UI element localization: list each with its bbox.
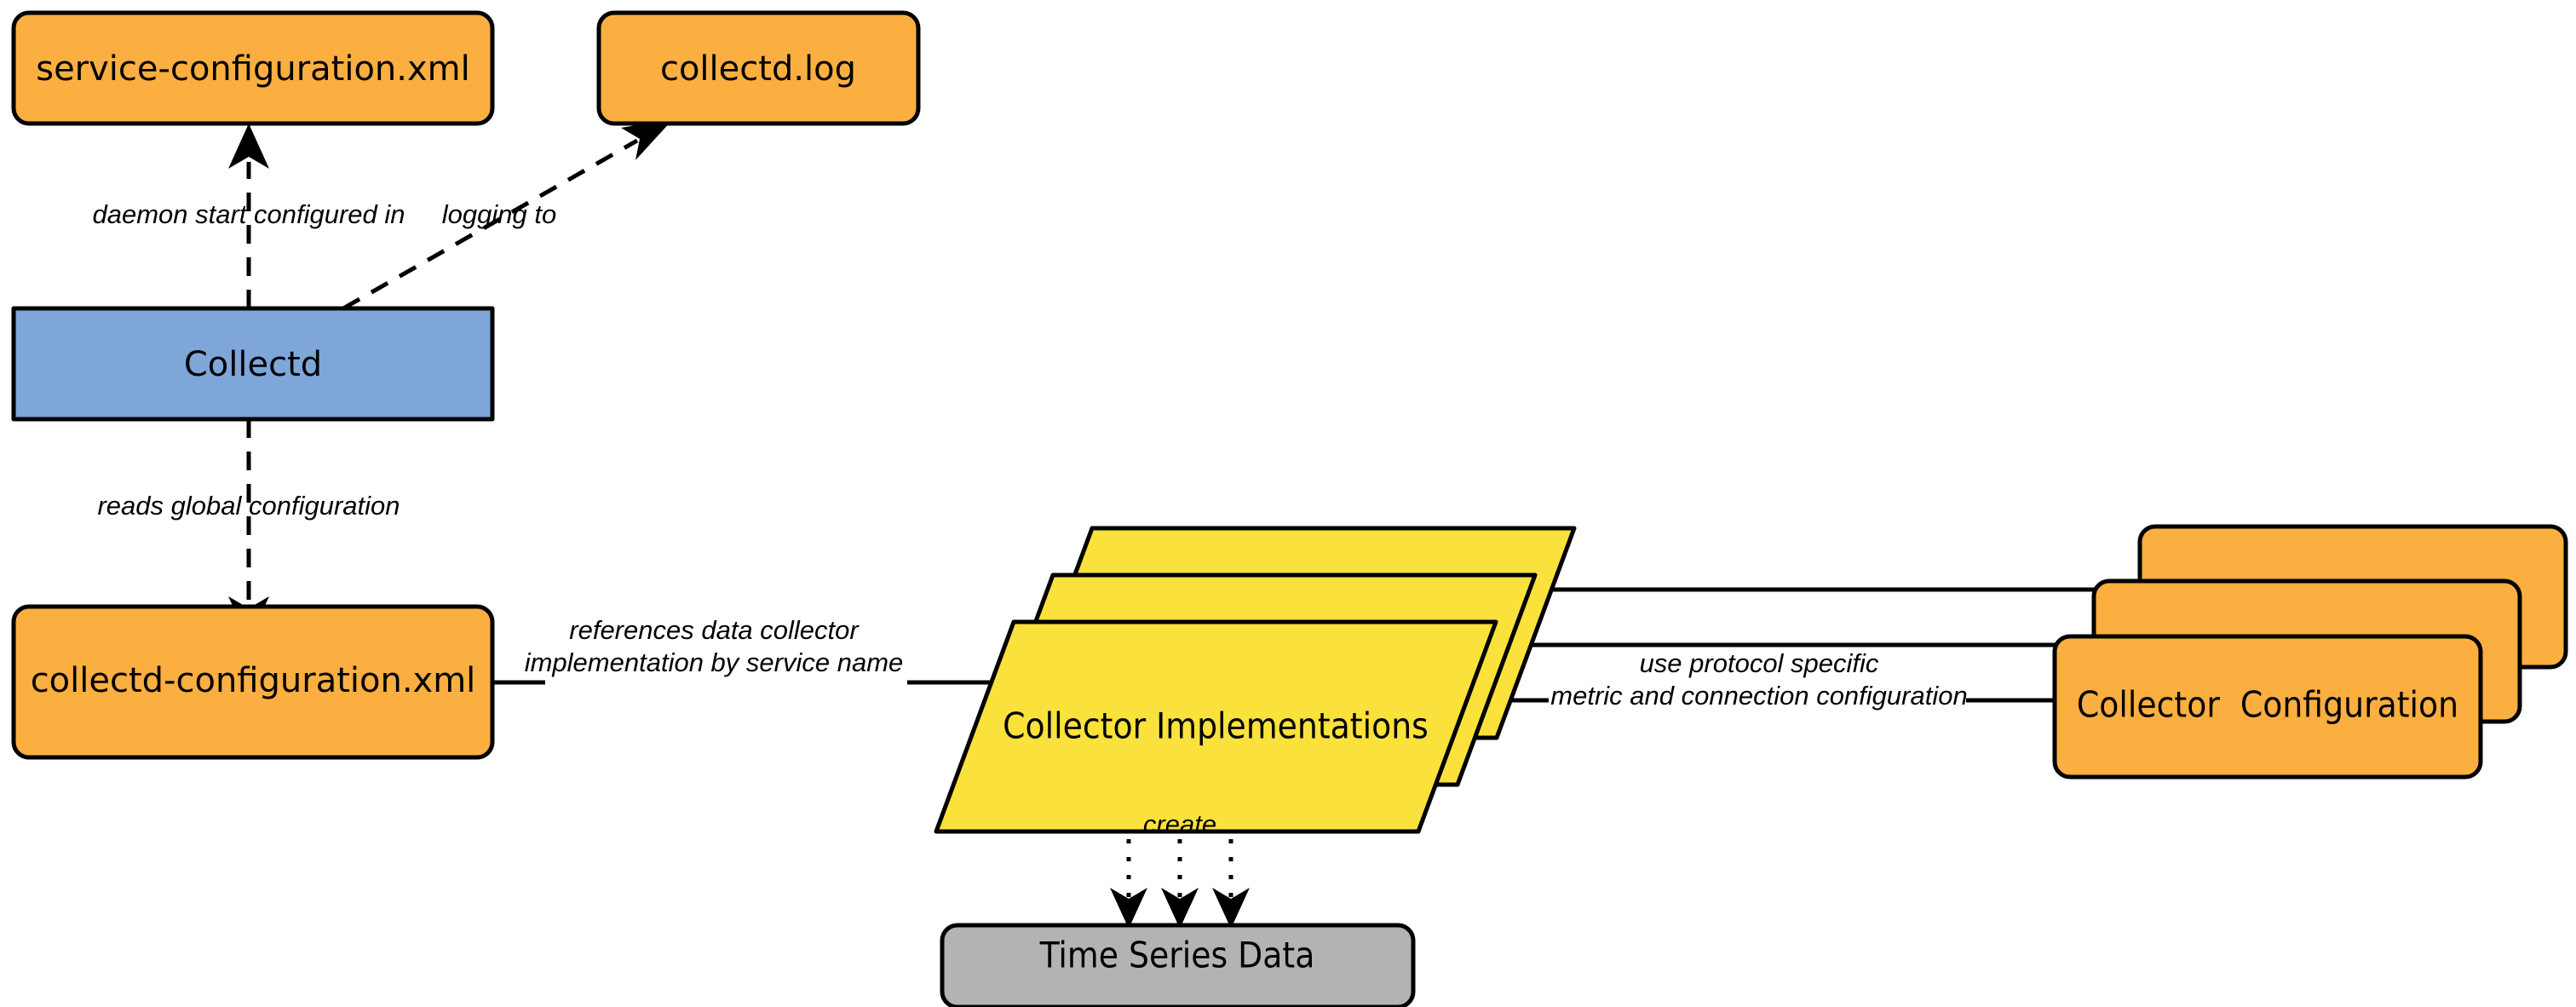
edge-line bbox=[342, 138, 639, 311]
edge-label-line-1: references data collector bbox=[569, 615, 860, 645]
edge-label-line-2: implementation by service name bbox=[525, 647, 904, 677]
node-background bbox=[11, 10, 495, 126]
edge-label-line-1: use protocol specific bbox=[1640, 648, 1879, 678]
edge-label-create: create bbox=[1143, 809, 1216, 839]
node-collector-configuration[interactable]: Collector Configuration bbox=[2052, 524, 2568, 780]
edge-label-reads-global-configuration: reads global configuration bbox=[97, 491, 400, 521]
arrowhead-down-icon-1 bbox=[1110, 888, 1147, 929]
node-background bbox=[11, 604, 495, 760]
node-background bbox=[11, 306, 495, 422]
node-time-series-data[interactable]: Time Series Data bbox=[940, 923, 1416, 1007]
arrowhead-up-icon bbox=[228, 124, 269, 169]
edge-label-references-data-collector: references data collector implementation… bbox=[525, 615, 904, 677]
node-label: collectd.log bbox=[660, 49, 856, 89]
node-label: Collector Implementations bbox=[1003, 705, 1429, 747]
edge-create[interactable] bbox=[1110, 750, 1250, 929]
edge-logging-to[interactable] bbox=[342, 119, 673, 311]
edge-label-line-2: metric and connection configuration bbox=[1550, 681, 1967, 711]
arrowhead-down-icon-3 bbox=[1212, 888, 1250, 929]
arrowhead-down-icon-2 bbox=[1161, 888, 1199, 929]
node-collectd[interactable]: Collectd bbox=[11, 306, 495, 422]
node-background-front bbox=[2052, 634, 2483, 780]
node-background bbox=[940, 923, 1416, 1007]
node-background-front bbox=[934, 619, 1498, 834]
arrowhead-diagonal-icon bbox=[621, 119, 673, 160]
node-collectd-configuration-xml[interactable]: collectd-configuration.xml bbox=[11, 604, 495, 760]
edge-daemon-start-configured-in[interactable] bbox=[228, 124, 269, 308]
node-collectd-log[interactable]: collectd.log bbox=[596, 10, 921, 126]
node-label: collectd-configuration.xml bbox=[31, 661, 476, 700]
node-label: service-configuration.xml bbox=[36, 49, 470, 89]
node-label: Collector Configuration bbox=[2077, 684, 2458, 726]
node-label: Collectd bbox=[184, 345, 322, 384]
node-service-configuration-xml[interactable]: service-configuration.xml bbox=[11, 10, 495, 126]
edge-label-daemon-start-configured-in: daemon start configured in bbox=[92, 199, 405, 229]
node-collector-implementations[interactable]: Collector Implementations bbox=[934, 526, 1577, 834]
edge-label-use-protocol-specific: use protocol specific metric and connect… bbox=[1550, 648, 1967, 711]
edge-use-protocol-specific[interactable] bbox=[1462, 587, 2186, 703]
node-background bbox=[596, 10, 921, 126]
node-label: Time Series Data bbox=[1039, 935, 1315, 976]
edge-label-logging-to: logging to bbox=[442, 199, 556, 229]
